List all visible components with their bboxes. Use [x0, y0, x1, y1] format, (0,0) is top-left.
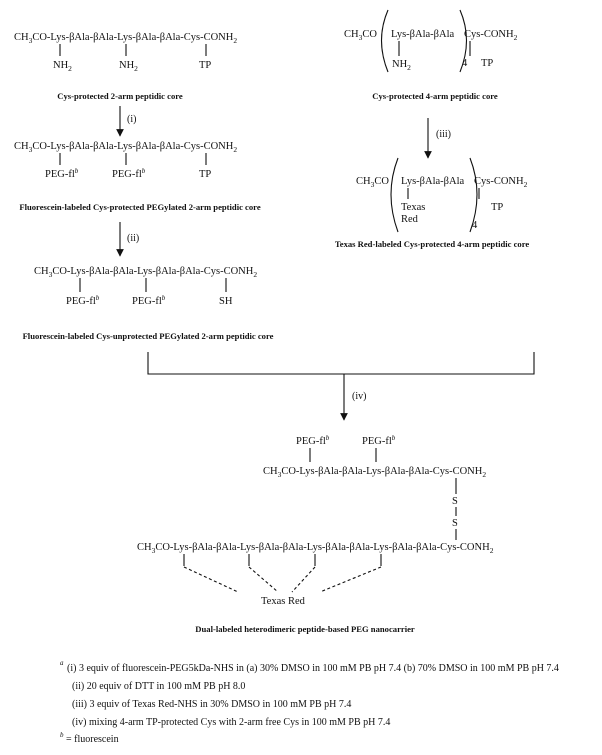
dashed-link [248, 566, 279, 593]
texas-red-label: Texas Red [261, 596, 306, 607]
unprotected-2arm-core: CH3CO-Lys-βAla-βAla-Lys-βAla-βAla-Cys-CO… [23, 266, 274, 341]
backbone-2arm: CH3CO-Lys-βAla-βAla-Lys-βAla-βAla-Cys-CO… [14, 32, 237, 45]
step-iv-label: (iv) [352, 391, 366, 402]
backbone-4arm-cys: Cys-CONH2 [474, 176, 528, 189]
footnote-iv: (iv) mixing 4-arm TP-protected Cys with … [72, 717, 390, 728]
backbone-4arm-texas: CH3CO [356, 176, 389, 189]
cys-protected-4arm-core: CH3CO Lys-βAla-βAla Cys-CONH2 NH2 4 TP C… [344, 9, 518, 101]
caption-2arm-core: Cys-protected 2-arm peptidic core [57, 91, 183, 101]
caption-texas-red-4arm: Texas Red-labeled Cys-protected 4-arm pe… [335, 239, 530, 249]
backbone-2arm-peg: CH3CO-Lys-βAla-βAla-Lys-βAla-βAla-Cys-CO… [14, 141, 237, 154]
left-parenthesis [381, 9, 389, 73]
sulfur-label: S [452, 518, 458, 529]
sh-label: SH [219, 296, 233, 307]
peg-fluorescein-label: PEG-flb [132, 294, 166, 307]
peg-fluorescein-label: PEG-flb [296, 434, 330, 447]
right-parenthesis [469, 157, 478, 233]
backbone-2arm-final: CH3CO-Lys-βAla-βAla-Lys-βAla-βAla-Cys-CO… [263, 466, 486, 479]
caption-pegylated-2arm: Fluorescein-labeled Cys-protected PEGyla… [19, 202, 260, 212]
tp-label: TP [199, 169, 211, 180]
nh2-label: NH2 [53, 60, 72, 73]
step-ii-label: (ii) [127, 233, 139, 244]
footnote-i: (i) 3 equiv of fluorescein-PEG5kDa-NHS i… [67, 663, 559, 674]
caption-unprotected-2arm: Fluorescein-labeled Cys-unprotected PEGy… [23, 331, 274, 341]
backbone-4arm-repeat: Lys-βAla-βAla [391, 29, 455, 40]
pegylated-2arm-core: CH3CO-Lys-βAla-βAla-Lys-βAla-βAla-Cys-CO… [14, 141, 261, 212]
peg-fluorescein-label: PEG-flb [362, 434, 396, 447]
dashed-link [183, 566, 239, 593]
footnote-iii: (iii) 3 equiv of Texas Red-NHS in 30% DM… [72, 699, 351, 710]
tp-label: TP [491, 202, 503, 213]
texas-red-4arm-core: CH3CO Lys-βAla-βAla Cys-CONH2 Texas Red … [335, 157, 530, 249]
nh2-label: NH2 [119, 60, 138, 73]
repeat-count: 4 [472, 220, 478, 231]
dashed-link [319, 566, 382, 593]
backbone-2arm-unprotected: CH3CO-Lys-βAla-βAla-Lys-βAla-βAla-Cys-CO… [34, 266, 257, 279]
nh2-label: NH2 [392, 59, 411, 72]
red-label: Red [401, 214, 419, 225]
backbone-4arm: CH3CO [344, 29, 377, 42]
peg-fluorescein-label: PEG-flb [66, 294, 100, 307]
dashed-link [291, 566, 316, 593]
footnotes: a (i) 3 equiv of fluorescein-PEG5kDa-NHS… [60, 659, 559, 745]
right-parenthesis [459, 9, 467, 73]
step-i-label: (i) [127, 114, 136, 125]
backbone-4arm-cys: Cys-CONH2 [464, 29, 518, 42]
final-heterodimer: PEG-flb PEG-flb CH3CO-Lys-βAla-βAla-Lys-… [137, 434, 494, 634]
merge-bracket [147, 352, 535, 375]
repeat-count: 4 [462, 58, 468, 69]
step-iii-label: (iii) [436, 129, 451, 140]
texas-label: Texas [401, 202, 425, 213]
backbone-4arm-repeat: Lys-βAla-βAla [401, 176, 465, 187]
sulfur-label: S [452, 496, 458, 507]
peg-fluorescein-label: PEG-flb [45, 167, 79, 180]
footnote-a-mark: a [60, 659, 64, 667]
left-parenthesis [390, 157, 399, 233]
footnote-ii: (ii) 20 equiv of DTT in 100 mM PB pH 8.0 [72, 681, 245, 692]
footnote-b: b = fluorescein [60, 731, 119, 745]
caption-4arm-core: Cys-protected 4-arm peptidic core [372, 91, 498, 101]
peg-fluorescein-label: PEG-flb [112, 167, 146, 180]
tp-label: TP [199, 60, 211, 71]
backbone-4arm-final: CH3CO-Lys-βAla-βAla-Lys-βAla-βAla-Lys-βA… [137, 542, 494, 555]
cys-protected-2arm-core: CH3CO-Lys-βAla-βAla-Lys-βAla-βAla-Cys-CO… [14, 32, 237, 101]
tp-label: TP [481, 58, 493, 69]
caption-final: Dual-labeled heterodimeric peptide-based… [195, 624, 415, 634]
